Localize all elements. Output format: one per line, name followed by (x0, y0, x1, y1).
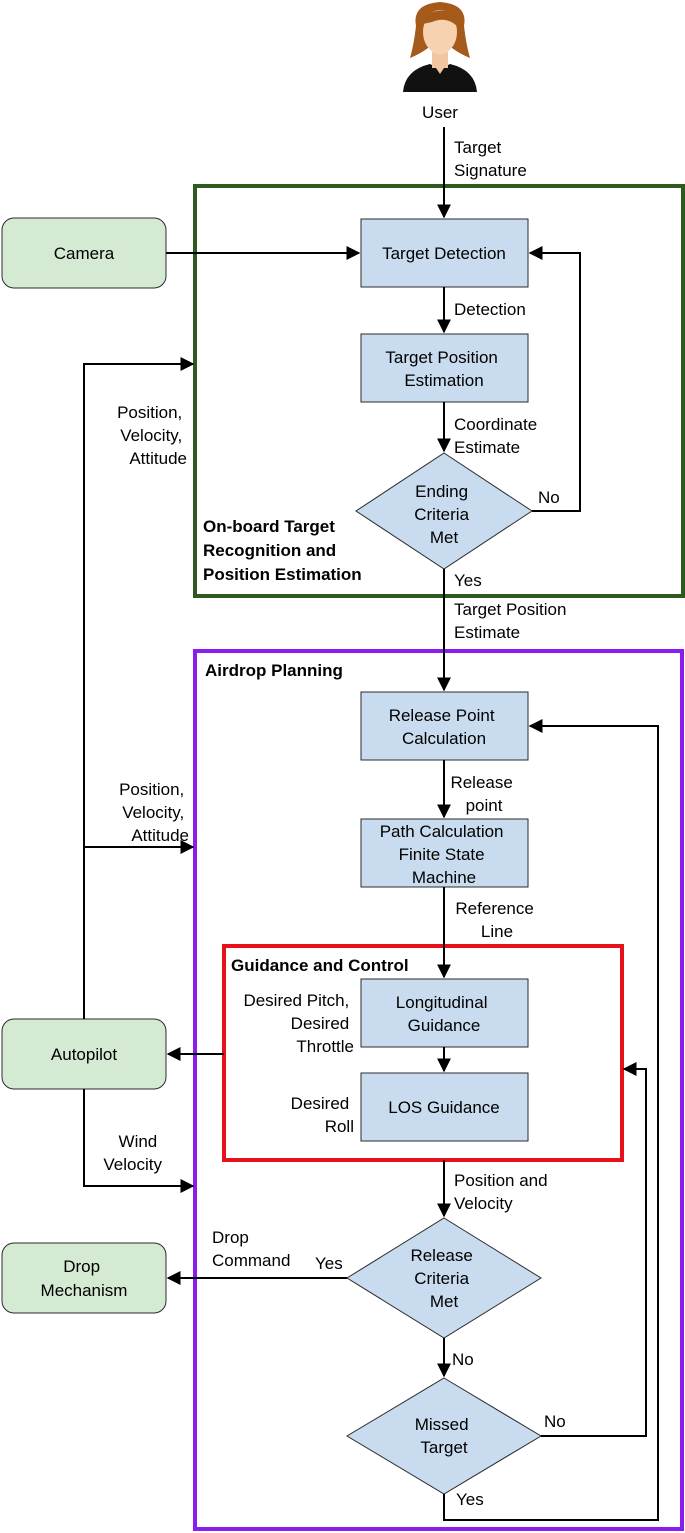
missed-no-label: No (544, 1412, 566, 1431)
coordinate-estimate-label: Coordinate Estimate (454, 415, 542, 457)
autopilot-label: Autopilot (51, 1045, 117, 1064)
release-point-edge-label: Release point (450, 773, 517, 815)
airdrop-group-title: Airdrop Planning (205, 661, 343, 680)
onboard-group-title: On-board Target Recognition and Position… (203, 517, 362, 584)
drop-command-label: Drop Command (212, 1228, 290, 1270)
ending-no-loop-arrow (528, 246, 581, 512)
ending-criteria-label: Ending Criteria Met (414, 482, 474, 547)
missed-target-label: Missed Target (415, 1415, 474, 1457)
camera-label: Camera (54, 244, 115, 263)
missed-target-diamond (346, 1377, 542, 1495)
pva-top-label: Position, Velocity, Attitude (117, 403, 187, 468)
airdrop-group-box (193, 649, 684, 1531)
missed-yes-loop-arrow (443, 719, 659, 1521)
reference-line-label: Reference Line (455, 899, 538, 941)
path-calculation-box (360, 818, 529, 888)
los-guidance-label: LOS Guidance (388, 1098, 500, 1117)
release-no-label: No (452, 1350, 474, 1369)
release-point-calculation-label: Release Point Calculation (389, 706, 500, 748)
release-criteria-label: Release Criteria Met (410, 1246, 477, 1311)
longitudinal-guidance-label: Longitudinal Guidance (396, 993, 492, 1035)
detection-edge-label: Detection (454, 300, 526, 319)
longitudinal-guidance-box (360, 978, 529, 1048)
release-point-calculation-box (360, 691, 529, 761)
drop-mechanism-label: Drop Mechanism (41, 1257, 128, 1300)
los-guidance-box (360, 1072, 529, 1142)
desired-pitch-label: Desired Pitch, Desired Throttle (243, 991, 354, 1056)
wind-velocity-arrow (83, 1089, 195, 1193)
guidance-group-title: Guidance and Control (231, 956, 409, 975)
user-label: User (422, 103, 458, 122)
target-detection-box (360, 218, 529, 288)
target-position-estimation-box (360, 333, 529, 403)
target-position-estimation-label: Target Position Estimation (385, 348, 502, 390)
drop-mechanism-block (1, 1242, 167, 1314)
position-and-velocity-label: Position and Velocity (454, 1171, 552, 1213)
missed-no-loop-arrow (541, 1062, 647, 1437)
user-icon (403, 2, 477, 92)
onboard-group-box (193, 184, 685, 598)
pva-mid-label: Position, Velocity, Attitude (119, 780, 189, 845)
autopilot-to-onboard-arrow (83, 357, 195, 1019)
missed-yes-label: Yes (456, 1490, 484, 1509)
desired-roll-label: Desired Roll (291, 1094, 354, 1136)
ending-no-label: No (538, 488, 560, 507)
target-detection-label: Target Detection (382, 244, 506, 263)
release-yes-label: Yes (315, 1254, 343, 1273)
target-position-estimate-label: Target Position Estimate (454, 600, 571, 642)
ending-yes-label: Yes (454, 571, 482, 590)
target-signature-label: Target Signature (454, 138, 527, 180)
wind-velocity-label: Wind Velocity (103, 1132, 162, 1174)
path-calculation-label: Path Calculation Finite State Machine (380, 822, 509, 887)
